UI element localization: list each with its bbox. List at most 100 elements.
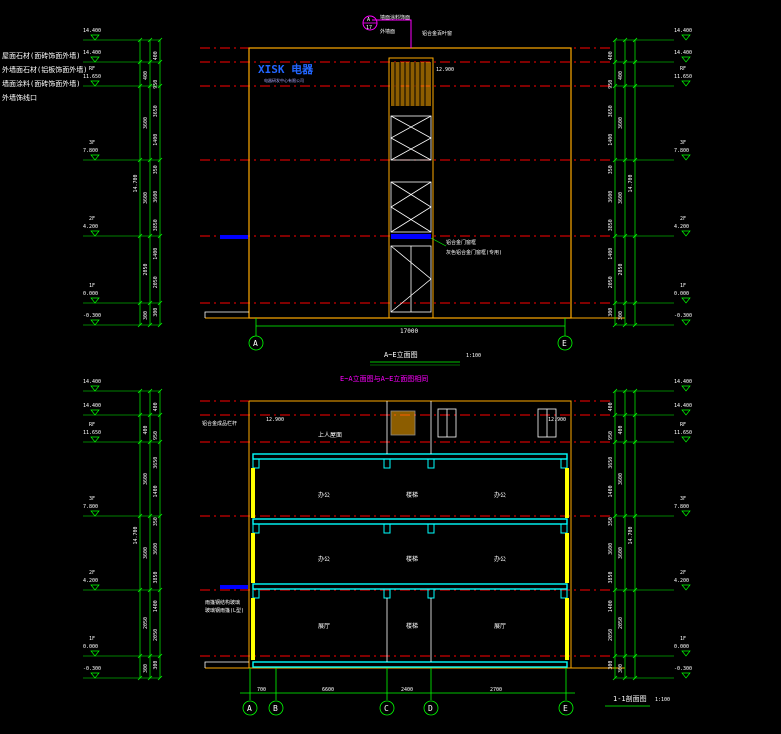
level-tag-left-1-5: 1F [89,636,95,642]
level-tag-left-1-3: 3F [89,496,95,502]
room-3f-left: 办公 [318,491,330,499]
section-walls [386,401,557,662]
dim-inner-right-1-5: 350 [608,517,614,526]
level-triangle-right-0-2 [681,80,691,87]
dim-inner-left-1-7: 3650 [153,457,159,469]
axis-label-E: E [563,704,568,713]
dim-inner-left-0-9: 400 [153,51,159,60]
axis-bubble-B [268,700,284,716]
axis-bubble-E [558,700,574,716]
level-elev-left-0-3: 7.800 [83,148,98,154]
level-tag-left-0-4: 2F [89,216,95,222]
canopy-section [220,585,248,589]
level-triangle-left-1-3 [90,510,100,517]
dim-inner-right-1-0: 300 [608,661,614,670]
level-tag-right-1-2: RF [680,422,686,428]
section-note-3: 玻璃钢雨篷(L型) [205,607,244,614]
note-top-1: 墙面涂料饰面 [380,14,410,21]
dim-total-left-0: 14.700 [133,174,139,192]
dim-inner-right-0-3: 3850 [608,219,614,231]
dim-inner-right-1-9: 400 [608,402,614,411]
level-elev-right-0-4: 4.200 [674,224,689,230]
dim-total-right-1: 14.700 [628,526,634,544]
level-triangle-right-1-5 [681,650,691,657]
dim-outer-left-0-1: 2050 [143,263,149,275]
dim-outer-left-0-4: 400 [143,71,149,80]
level-triangle-left-1-2 [90,436,100,443]
level-triangle-left-0-0 [90,34,100,41]
room-1f-right: 展厅 [494,623,506,630]
dim-inner-left-0-7: 3650 [153,105,159,117]
stair-tower [388,57,434,319]
level-triangle-left-1-1 [90,409,100,416]
room-1f-left: 展厅 [318,623,330,630]
axis-label-C: C [384,704,389,713]
level-elev-left-0-4: 4.200 [83,224,98,230]
dim-inner-left-1-8: 950 [153,431,159,440]
section-mid-elevation-left: 12.900 [266,417,284,423]
dim-outer-left-1-2: 3600 [143,547,149,559]
level-triangle-right-1-4 [681,584,691,591]
level-tag-left-0-3: 3F [89,140,95,146]
level-elev-right-1-2: 11.650 [674,430,692,436]
level-elev-left-1-5: 0.000 [83,644,98,650]
level-tag-right-0-5: 1F [680,283,686,289]
dim-inner-left-1-4: 3600 [153,543,159,555]
level-triangle-right-0-6 [681,319,691,326]
dim-inner-left-0-6: 1400 [153,134,159,146]
level-tag-right-1-4: 2F [680,570,686,576]
axis-label-A-top: A [253,339,258,348]
level-triangle-left-0-2 [90,80,100,87]
level-tag-left-0-5: 1F [89,283,95,289]
room-labels: 上人屋面 办公 楼梯 办公 办公 楼梯 办公 展厅 楼梯 展厅 [318,431,506,630]
dim-inner-right-1-7: 3650 [608,457,614,469]
level-elev-left-0-0: 14.400 [83,28,101,34]
level-tag-right-0-4: 2F [680,216,686,222]
level-triangle-left-1-5 [90,650,100,657]
level-elev-left-0-5: 0.000 [83,291,98,297]
level-elev-right-1-6: -0.300 [674,666,692,672]
axis-label-D: D [428,704,433,713]
elevation-total-width: 17000 [400,328,418,335]
legend-item-2: 外墙面石材(铝板饰面外墙) [2,65,87,74]
level-triangle-left-1-4 [90,584,100,591]
level-elev-right-0-0: 14.400 [674,28,692,34]
detail-marker-bottom: 17 [366,25,372,31]
note-top-2: 外墙面 [380,28,395,35]
dim-inner-right-0-9: 400 [608,51,614,60]
axis-bubble-A-top [248,335,264,351]
dim-outer-left-1-0: 300 [143,664,149,673]
room-3f-stair: 楼梯 [406,491,418,499]
level-triangle-right-0-4 [681,230,691,237]
section-slabs [252,453,568,668]
section-axis-lines [240,668,575,700]
dim-outer-left-1-1: 2050 [143,617,149,629]
axis-bubble-A [242,700,258,716]
dim-inner-right-0-5: 350 [608,165,614,174]
level-elev-right-1-0: 14.400 [674,379,692,385]
section-title: 1-1剖面图 [613,694,647,703]
level-elev-left-0-2: 11.650 [83,74,101,80]
mid-elevation-tag: 12.900 [436,67,454,73]
dim-inner-left-0-4: 3600 [153,191,159,203]
note-top-3: 铝合金百叶窗 [422,30,452,37]
section-mid-elevation-right: 12.900 [548,417,566,423]
room-2f-left: 办公 [318,555,330,563]
level-tag-right-1-5: 1F [680,636,686,642]
level-triangle-left-0-3 [90,154,100,161]
level-elev-right-1-4: 4.200 [674,578,689,584]
legend: 屋面石材(面砖饰面外墙) 外墙面石材(铝板饰面外墙) 墙面涂料(面砖饰面外墙) … [2,51,87,102]
level-elev-left-0-6: -0.300 [83,313,101,319]
dim-inner-left-0-1: 2050 [153,276,159,288]
legend-item-4: 外墙饰线口 [2,93,37,102]
dim-outer-right-1-0: 300 [618,664,624,673]
level-tag-right-1-3: 3F [680,496,686,502]
dim-inner-right-0-0: 300 [608,308,614,317]
level-elev-right-1-1: 14.400 [674,403,692,409]
legend-item-3: 墙面涂料(面砖饰面外墙) [2,79,80,88]
section-beams [252,458,568,599]
level-triangle-right-1-2 [681,436,691,443]
level-triangle-right-1-6 [681,672,691,679]
span-AB: 700 [257,687,266,693]
